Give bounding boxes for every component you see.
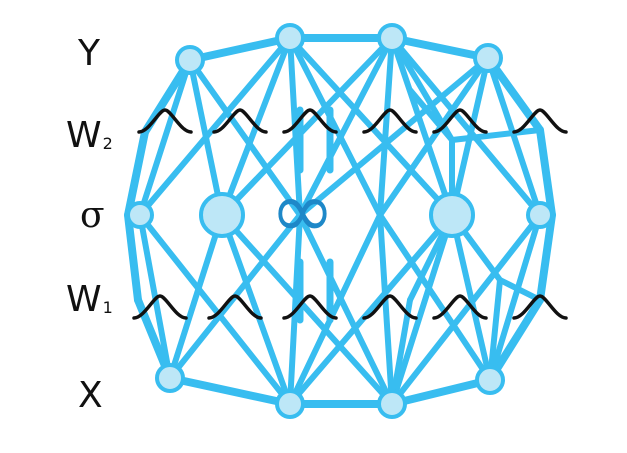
gaussian-bump: [512, 108, 568, 134]
label-activation-sigma: σ: [80, 195, 105, 236]
gaussian-bump: [362, 294, 418, 320]
network-node: [475, 365, 505, 395]
gaussian-bump: [512, 294, 568, 320]
gaussian-bump: [432, 108, 488, 134]
gaussian-bumps: [132, 108, 568, 320]
gaussian-bump: [432, 294, 488, 320]
network-edge: [389, 297, 413, 407]
network-edge: [407, 87, 455, 143]
network-edge: [219, 212, 395, 407]
network-edge: [536, 126, 556, 219]
gaussian-bump: [362, 108, 418, 134]
network-node: [126, 201, 154, 229]
network-edge: [137, 212, 293, 407]
network-edge: [219, 35, 395, 218]
network-node: [275, 389, 305, 419]
network-edge: [449, 127, 543, 143]
network-edge: [389, 35, 455, 143]
gaussian-bump: [212, 108, 268, 134]
network-node: [473, 43, 503, 73]
network-edge: [536, 211, 556, 304]
network-edge: [449, 212, 493, 383]
label-output-y: Y: [78, 33, 100, 74]
network-edge: [485, 55, 543, 218]
network-edge: [166, 374, 294, 408]
infinity-symbol: ∞: [270, 166, 335, 256]
network-edge: [297, 212, 395, 407]
network-edge: [167, 212, 225, 381]
network-edge: [486, 296, 544, 384]
network-edge: [297, 35, 395, 218]
network-edge: [487, 277, 503, 383]
network-edge: [287, 35, 383, 218]
network-edge: [497, 277, 543, 303]
network-node: [526, 201, 554, 229]
network-node: [275, 23, 305, 53]
network-node: [377, 23, 407, 53]
network-node: [377, 389, 407, 419]
network-edge: [377, 35, 395, 218]
network-edges: [124, 34, 556, 408]
network-node: [175, 45, 205, 75]
network-edge: [388, 376, 494, 408]
network-edge: [137, 35, 293, 218]
network-edge: [219, 212, 293, 407]
network-node: [199, 192, 245, 238]
network-nodes: [126, 23, 554, 419]
label-input-x: X: [78, 375, 103, 416]
network-edge: [297, 55, 491, 218]
label-weights-w1: W1: [66, 279, 113, 320]
network-edge: [137, 57, 193, 218]
gaussian-bump: [282, 294, 338, 320]
network-edge: [389, 212, 455, 407]
gaussian-bump: [132, 294, 188, 320]
network-edge: [186, 34, 294, 64]
network-edge: [187, 57, 303, 218]
network-node: [155, 363, 185, 393]
network-edge: [487, 212, 543, 383]
network-edge: [124, 211, 142, 304]
network-edge: [388, 34, 492, 62]
gaussian-bump: [282, 108, 338, 134]
network-edge: [137, 212, 173, 381]
network-edge: [287, 212, 455, 407]
network-edge: [389, 212, 543, 407]
network-node: [429, 192, 475, 238]
network-edge: [377, 212, 395, 407]
network-edge: [124, 128, 149, 219]
gaussian-bump: [207, 294, 263, 320]
network-edge: [287, 212, 383, 407]
network-edge: [389, 35, 455, 218]
gaussian-bump: [137, 108, 193, 134]
label-weights-w2: W2: [66, 115, 113, 156]
network-edge: [377, 212, 493, 383]
network-edge: [377, 55, 491, 218]
network-edge: [389, 35, 543, 218]
